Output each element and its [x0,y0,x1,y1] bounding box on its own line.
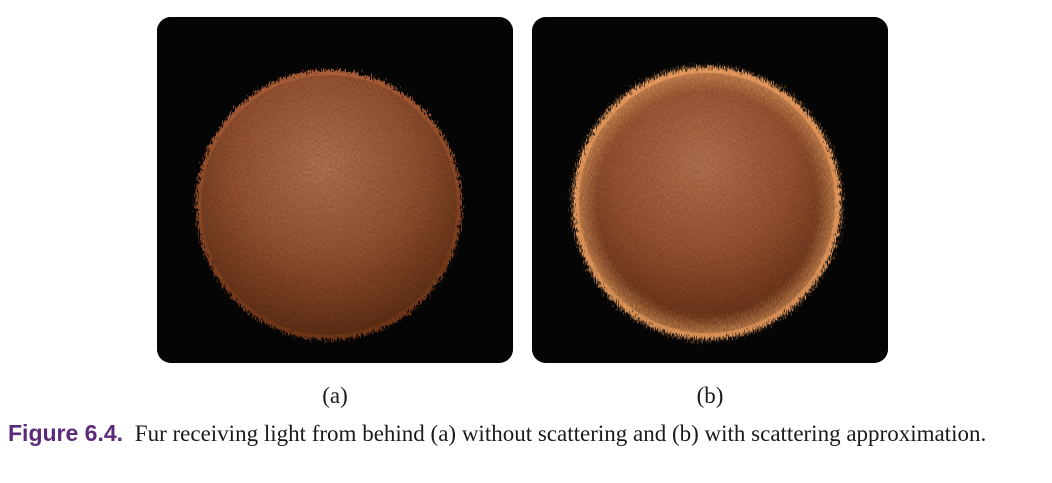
subfigure-label-b: (b) [696,383,724,408]
fur-sphere-b-render [532,17,888,363]
figure-number: Figure 6.4. [8,420,124,446]
fur-sphere-image-b [532,17,888,363]
subfigure-label-a: (a) [322,383,348,408]
fur-sphere-image-a [157,17,513,363]
figure-caption: Figure 6.4. Fur receiving light from beh… [8,419,1044,448]
caption-text: Fur receiving light from behind (a) with… [134,421,987,446]
fur-sphere-a-render [157,17,513,363]
